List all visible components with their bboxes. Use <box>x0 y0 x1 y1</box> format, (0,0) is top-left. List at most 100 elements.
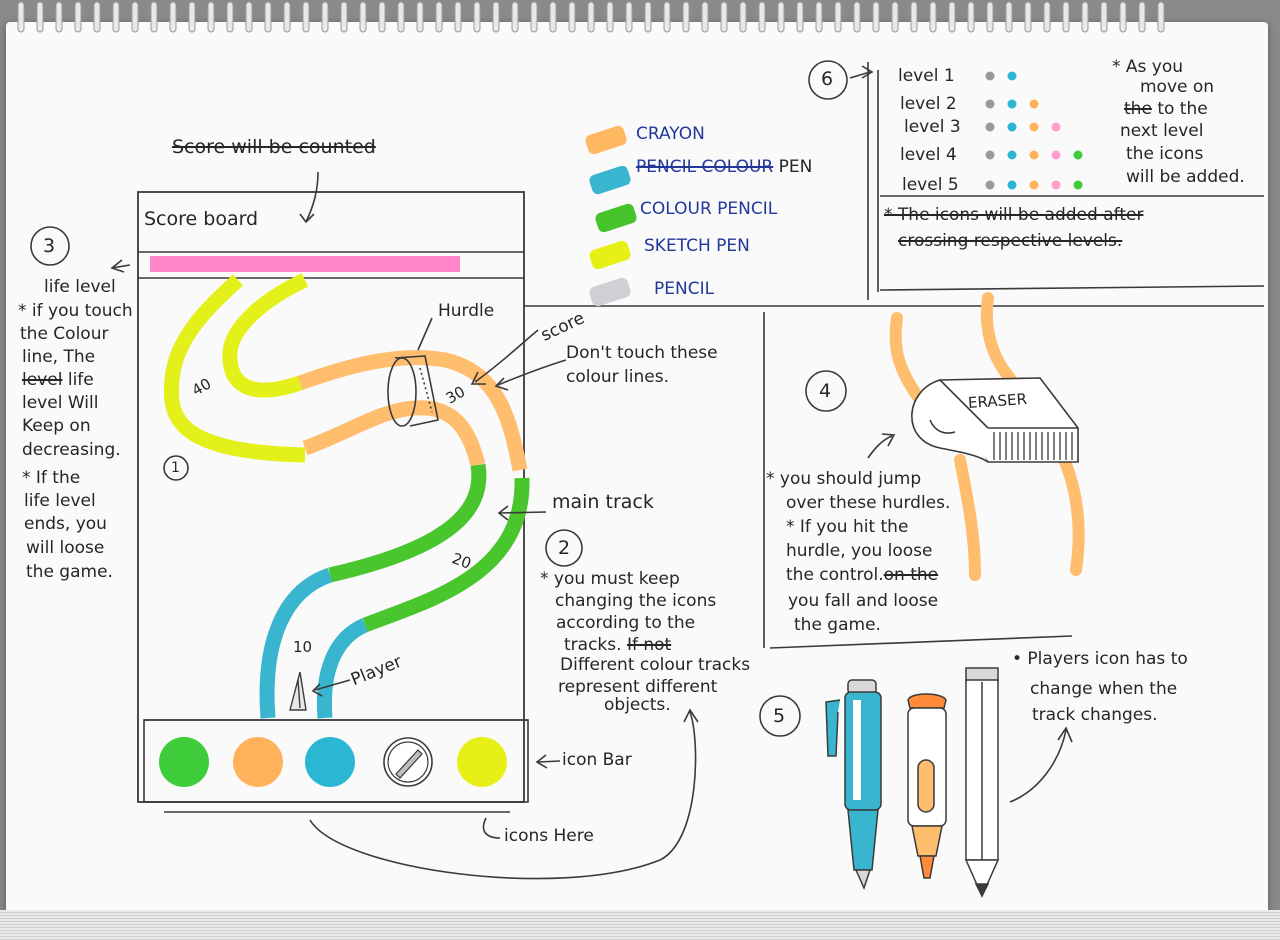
spiral-ring <box>264 1 272 33</box>
spiral-ring <box>986 1 994 33</box>
spiral-ring <box>758 1 766 33</box>
section2-tracks: tracks. <box>564 635 622 655</box>
legend-sketch-pen-label: SKETCH PEN <box>644 236 750 256</box>
spiral-ring <box>1043 1 1051 33</box>
spiral-ring <box>587 1 595 33</box>
level-dot <box>1007 180 1017 190</box>
hurdle-label: Hurdle <box>438 301 495 321</box>
levels-crossed-note-1: * The icons will be added after <box>884 205 1144 225</box>
spiral-ring <box>55 1 63 33</box>
section-number-circles <box>30 60 848 737</box>
player-pencil-icon <box>289 671 307 711</box>
section5-line3: track changes. <box>1032 705 1158 725</box>
life-note2-line4: will loose <box>26 538 105 558</box>
icon-bar-color-button[interactable] <box>305 737 355 787</box>
section2-line5: Different colour tracks <box>560 655 751 675</box>
annotation-arrows <box>110 65 1073 880</box>
life-level-label: life level <box>44 277 116 297</box>
spiral-ring <box>131 1 139 33</box>
section2-line3: according to the <box>556 613 696 633</box>
section4-control: the control. <box>786 565 884 585</box>
spiral-ring <box>397 1 405 33</box>
level-row-5-label: level 5 <box>902 175 959 195</box>
spiral-ring <box>302 1 310 33</box>
pen-illustration <box>825 679 882 891</box>
section2-line4: tracks. If not <box>564 634 671 656</box>
level-row-3-label: level 3 <box>904 117 961 137</box>
legend-swatch <box>589 277 631 307</box>
life-word: life <box>67 370 94 390</box>
scoreboard-label: Score board <box>144 208 259 230</box>
crossed-title: Score will be counted <box>172 136 376 158</box>
spiral-ring <box>777 1 785 33</box>
spiral-ring <box>1157 1 1165 33</box>
levels-to-the: to the <box>1157 99 1208 119</box>
notebook-page <box>6 22 1268 928</box>
level-dot <box>1007 71 1017 81</box>
spiral-ring <box>701 1 709 33</box>
legend-swatch <box>589 165 631 195</box>
section4-struck: on the <box>883 565 939 585</box>
spiral-ring <box>416 1 424 33</box>
level-dot <box>985 122 995 132</box>
struck-word: level <box>22 370 63 390</box>
pencil-icon[interactable] <box>383 737 433 787</box>
life-note1-line2: the Colour <box>20 324 109 344</box>
level-row-4-label: level 4 <box>900 145 957 165</box>
spiral-ring <box>435 1 443 33</box>
section2-line6: represent different <box>558 677 718 697</box>
spiral-ring <box>150 1 158 33</box>
spiral-ring <box>815 1 823 33</box>
spiral-ring <box>359 1 367 33</box>
levels-crossed-note-2: crossing respective levels. <box>898 231 1123 251</box>
spiral-ring <box>720 1 728 33</box>
level-dot <box>1051 122 1061 132</box>
level-dot <box>985 99 995 109</box>
section5-number: 5 <box>773 705 786 727</box>
spiral-ring <box>169 1 177 33</box>
level-dot <box>1007 150 1017 160</box>
level-dot <box>1051 180 1061 190</box>
icon-bar-color-button[interactable] <box>457 737 507 787</box>
icon-bar-color-button[interactable] <box>233 737 283 787</box>
spiral-binding <box>17 1 1165 33</box>
section6-number: 6 <box>821 68 834 90</box>
track-colour-pencil-b <box>362 477 530 633</box>
level-dot <box>985 150 995 160</box>
spiral-ring <box>1100 1 1108 33</box>
spiral-ring <box>625 1 633 33</box>
spiral-ring <box>891 1 899 33</box>
spiral-ring <box>568 1 576 33</box>
level-dot <box>985 180 995 190</box>
section4-line1: * you should jump <box>766 469 922 489</box>
level-dot <box>1029 180 1039 190</box>
legend-pencil-colour-label: PENCIL COLOUR <box>636 157 774 177</box>
icon-bar-color-button[interactable] <box>159 737 209 787</box>
track-sketch-pen-inner <box>222 273 309 398</box>
level-row-1-label: level 1 <box>898 66 955 86</box>
spiral-ring <box>606 1 614 33</box>
section4-crayon-tracks <box>889 292 1085 581</box>
eraser-label: ERASER <box>967 389 1028 413</box>
eraser-illustration <box>911 377 1079 463</box>
legend-swatch <box>595 203 637 233</box>
spiral-ring <box>682 1 690 33</box>
spiral-ring <box>188 1 196 33</box>
legend-pencil-colour-row: PENCIL COLOUR PEN <box>636 156 812 178</box>
life-note1-line3: line, The <box>22 347 96 367</box>
spiral-ring <box>967 1 975 33</box>
spiral-ring <box>454 1 462 33</box>
icon-bar-frame <box>143 719 529 803</box>
level-dot <box>1073 180 1083 190</box>
level-row-2-label: level 2 <box>900 94 957 114</box>
level-dot <box>1007 122 1017 132</box>
spiral-ring <box>340 1 348 33</box>
spiral-ring <box>910 1 918 33</box>
track-colour-pencil-a <box>328 463 487 583</box>
level-dot <box>1029 99 1039 109</box>
legend-pen-label: PEN <box>778 157 813 177</box>
track-crayon-top <box>297 350 528 472</box>
spiral-ring <box>93 1 101 33</box>
spiral-ring <box>834 1 842 33</box>
